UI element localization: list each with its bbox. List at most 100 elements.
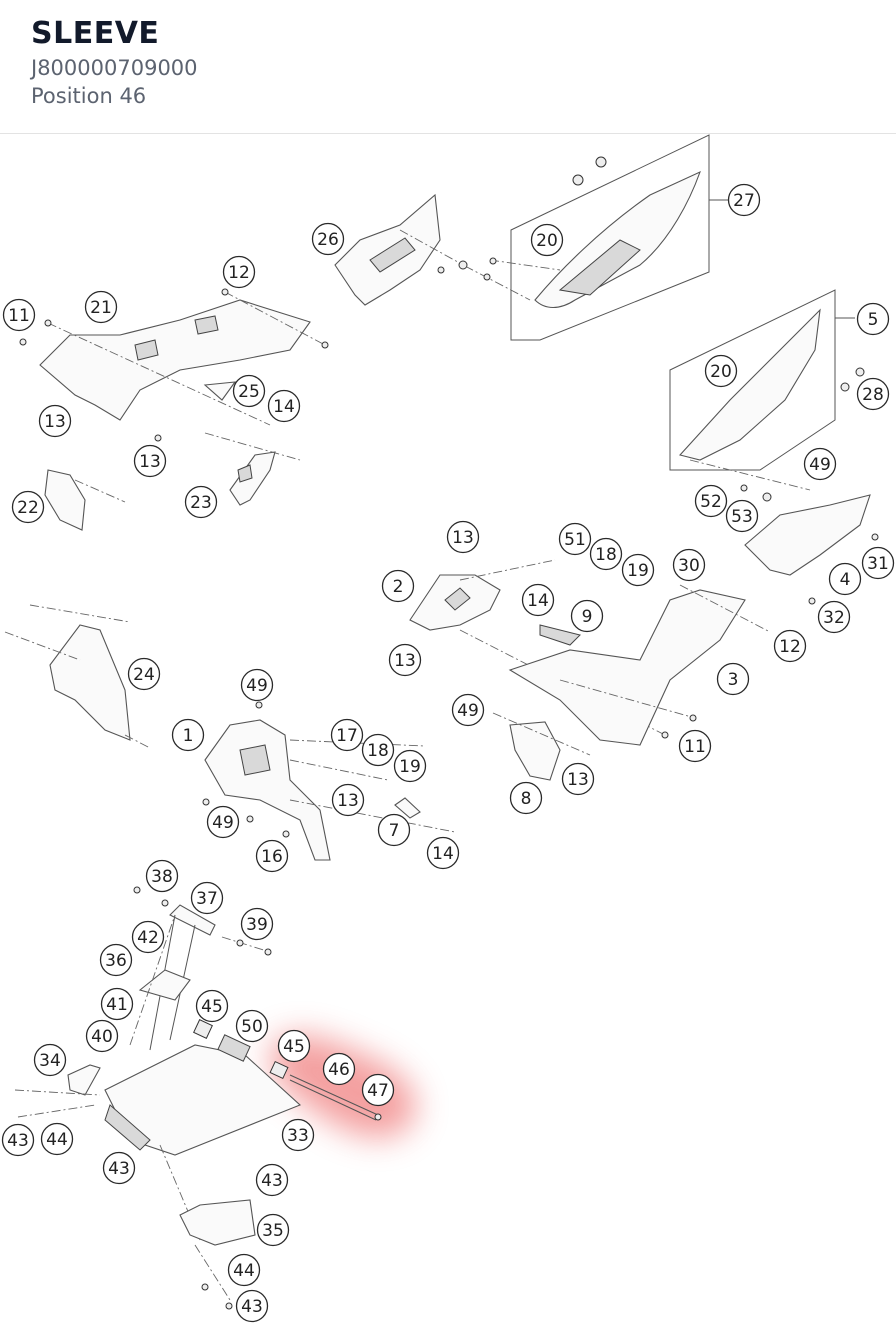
callout-label: 32 <box>823 608 845 628</box>
callout-label: 20 <box>536 231 558 251</box>
callout-label: 49 <box>212 813 234 833</box>
callout-13[interactable]: 13 <box>388 643 422 677</box>
callout-21[interactable]: 21 <box>84 290 118 324</box>
callout-label: 51 <box>564 530 586 550</box>
callout-43[interactable]: 43 <box>235 1289 269 1323</box>
callout-49[interactable]: 49 <box>206 805 240 839</box>
callout-18[interactable]: 18 <box>361 733 395 767</box>
callout-20[interactable]: 20 <box>530 223 564 257</box>
callout-13[interactable]: 13 <box>561 762 595 796</box>
callout-46[interactable]: 46 <box>322 1052 356 1086</box>
callout-43[interactable]: 43 <box>255 1163 289 1197</box>
callout-24[interactable]: 24 <box>127 657 161 691</box>
callout-label: 31 <box>867 554 889 574</box>
callout-2[interactable]: 2 <box>381 569 415 603</box>
callout-9[interactable]: 9 <box>570 599 604 633</box>
callout-4[interactable]: 4 <box>828 562 862 596</box>
callout-5[interactable]: 5 <box>856 302 890 336</box>
page-title: SLEEVE <box>31 16 160 51</box>
callout-27[interactable]: 27 <box>727 183 761 217</box>
callout-14[interactable]: 14 <box>267 389 301 423</box>
part-8 <box>492 712 591 781</box>
callout-11[interactable]: 11 <box>2 298 36 332</box>
callout-label: 13 <box>394 651 416 671</box>
part-3 <box>508 562 771 746</box>
part-45-46-47-sleeve <box>193 1019 382 1121</box>
callout-40[interactable]: 40 <box>85 1019 119 1053</box>
callout-13[interactable]: 13 <box>446 520 480 554</box>
callout-37[interactable]: 37 <box>190 881 224 915</box>
callout-label: 2 <box>393 577 404 597</box>
callout-51[interactable]: 51 <box>558 522 592 556</box>
callout-14[interactable]: 14 <box>521 583 555 617</box>
callout-14[interactable]: 14 <box>426 836 460 870</box>
callout-49[interactable]: 49 <box>803 447 837 481</box>
callout-3[interactable]: 3 <box>716 662 750 696</box>
callout-53[interactable]: 53 <box>725 499 759 533</box>
part-37-bracket <box>129 886 272 1051</box>
callout-47[interactable]: 47 <box>361 1073 395 1107</box>
callout-19[interactable]: 19 <box>393 749 427 783</box>
callout-11[interactable]: 11 <box>678 729 712 763</box>
callout-23[interactable]: 23 <box>184 485 218 519</box>
callout-label: 7 <box>389 821 400 841</box>
callout-label: 49 <box>809 455 831 475</box>
callout-32[interactable]: 32 <box>817 600 851 634</box>
callout-label: 19 <box>627 561 649 581</box>
callout-label: 42 <box>137 928 159 948</box>
callout-44[interactable]: 44 <box>227 1253 261 1287</box>
callout-8[interactable]: 8 <box>509 781 543 815</box>
callout-38[interactable]: 38 <box>145 859 179 893</box>
callout-label: 19 <box>399 757 421 777</box>
callout-50[interactable]: 50 <box>235 1009 269 1043</box>
callout-34[interactable]: 34 <box>33 1043 67 1077</box>
callout-49[interactable]: 49 <box>451 693 485 727</box>
callout-20[interactable]: 20 <box>704 354 738 388</box>
callout-7[interactable]: 7 <box>377 813 411 847</box>
callout-43[interactable]: 43 <box>1 1123 35 1157</box>
callout-label: 33 <box>287 1126 309 1146</box>
callout-label: 43 <box>261 1171 283 1191</box>
callout-45[interactable]: 45 <box>195 989 229 1023</box>
callout-1[interactable]: 1 <box>171 718 205 752</box>
callout-label: 45 <box>201 997 223 1017</box>
callout-44[interactable]: 44 <box>40 1122 74 1156</box>
callout-13[interactable]: 13 <box>331 783 365 817</box>
callout-label: 40 <box>91 1027 113 1047</box>
callout-label: 43 <box>108 1159 130 1179</box>
callout-26[interactable]: 26 <box>311 222 345 256</box>
callout-49[interactable]: 49 <box>240 668 274 702</box>
callout-12[interactable]: 12 <box>773 629 807 663</box>
callout-13[interactable]: 13 <box>38 404 72 438</box>
callout-22[interactable]: 22 <box>11 490 45 524</box>
callout-12[interactable]: 12 <box>222 255 256 289</box>
part-4 <box>740 484 879 605</box>
part-21 <box>19 288 329 442</box>
callout-label: 20 <box>710 362 732 382</box>
callout-17[interactable]: 17 <box>330 718 364 752</box>
callout-label: 39 <box>246 915 268 935</box>
callout-42[interactable]: 42 <box>131 920 165 954</box>
callout-41[interactable]: 41 <box>100 987 134 1021</box>
callout-28[interactable]: 28 <box>856 377 890 411</box>
exploded-parts-diagram[interactable]: 2726201211215202825141313495253222313511… <box>0 134 896 1334</box>
callout-45[interactable]: 45 <box>277 1029 311 1063</box>
callout-43[interactable]: 43 <box>102 1151 136 1185</box>
callout-label: 37 <box>196 889 218 909</box>
callout-label: 30 <box>678 556 700 576</box>
callout-52[interactable]: 52 <box>694 484 728 518</box>
part-23 <box>204 432 301 506</box>
callout-label: 47 <box>367 1081 389 1101</box>
callout-25[interactable]: 25 <box>232 374 266 408</box>
callout-30[interactable]: 30 <box>672 548 706 582</box>
callout-19[interactable]: 19 <box>621 553 655 587</box>
callout-39[interactable]: 39 <box>240 907 274 941</box>
callout-16[interactable]: 16 <box>255 839 289 873</box>
callout-31[interactable]: 31 <box>861 546 895 580</box>
callout-33[interactable]: 33 <box>281 1118 315 1152</box>
callout-36[interactable]: 36 <box>99 943 133 977</box>
callout-13[interactable]: 13 <box>133 444 167 478</box>
callout-18[interactable]: 18 <box>589 537 623 571</box>
callout-35[interactable]: 35 <box>256 1213 290 1247</box>
part-35 <box>179 1199 256 1310</box>
